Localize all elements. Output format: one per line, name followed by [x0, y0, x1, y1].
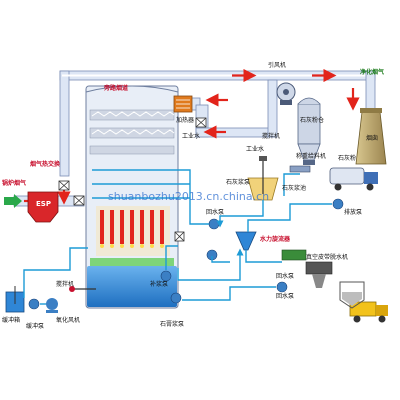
- boiler-flue-gas-label: 锅炉烟气: [2, 179, 26, 187]
- oxidation-zone: [90, 258, 174, 266]
- limestone-label: 石灰粉: [338, 154, 356, 162]
- oxidation-blower: [46, 298, 58, 313]
- buffer-tank: [5, 286, 25, 313]
- limestone-silo: [297, 97, 321, 165]
- agitator-1-label: 搅拌机: [262, 132, 280, 140]
- inlet-arrow: [4, 194, 22, 208]
- gas-heater: [173, 95, 193, 113]
- absorber-tower: [85, 85, 179, 309]
- esp-unit: ESP: [27, 191, 59, 223]
- process-water-2-label: 工业水: [246, 145, 264, 153]
- induced-draft-fan: [276, 82, 296, 105]
- watermark: shuanbozhu2013.cn.china.cn: [108, 190, 269, 203]
- limestone-truck: [329, 167, 378, 191]
- spray-headers: [92, 169, 172, 199]
- gypsum-pump-icon: [170, 292, 182, 304]
- return-pump-3-label: 回水泵: [276, 292, 294, 300]
- chimney-stack: [355, 108, 387, 165]
- discharge-pump-label: 排放泵: [344, 208, 362, 216]
- limestone-slurry-tank: [247, 156, 279, 201]
- spray-zone: [96, 206, 170, 256]
- slurry-pipes: [23, 169, 332, 305]
- limestone-silo-label: 石灰粉仓: [300, 116, 324, 124]
- gypsum-pump-label: 石膏浆泵: [160, 320, 184, 328]
- flush-pump-icon: [28, 298, 40, 310]
- weighing-feeder: [289, 165, 311, 173]
- return-pump-2-icon: [276, 281, 288, 293]
- vacuum-belt-filter: [281, 249, 333, 288]
- stack-duct: [365, 70, 376, 112]
- stack-label: 烟囱: [366, 134, 378, 142]
- induced-fan-label: 引风机: [268, 61, 286, 69]
- hydrocyclone-label: 水力旋流器: [260, 235, 291, 243]
- return-pump-1-icon: [208, 218, 220, 230]
- limestone-slurry-tank-label: 石灰浆池: [282, 184, 306, 192]
- labels: 旁路烟道 引风机 净化烟气 烟囱 烟气热交换 加热器 工业水 锅炉烟气 搅拌机 …: [2, 61, 384, 330]
- bypass-flue-label: 旁路烟道: [103, 84, 128, 92]
- return-pump-2-label: 回水泵: [276, 272, 294, 280]
- makeup-pump-icon: [160, 270, 172, 282]
- mist-eliminator: [89, 109, 175, 155]
- gypsum-hopper: [339, 281, 365, 309]
- weighing-feeder-label: 称重给料机: [296, 152, 326, 160]
- clean-flue-gas-label: 净化烟气: [360, 68, 384, 76]
- flush-pump-2-label: 缓冲泵: [26, 322, 44, 330]
- flush-pump-1-label: 缓冲箱: [2, 316, 20, 324]
- oxidation-blower-label: 氧化风机: [56, 316, 80, 324]
- heater-label: 加热器: [176, 116, 194, 124]
- esp-label: ESP: [36, 200, 51, 208]
- makeup-pump-label: 补浆泵: [150, 280, 168, 288]
- agitator-absorber: [69, 286, 96, 292]
- gas-heater-label: 烟气热交换: [30, 160, 61, 168]
- vacuum-belt-label: 真空皮带脱水机: [306, 253, 348, 261]
- discharge-pump-icon: [332, 198, 344, 210]
- process-water-1-label: 工业水: [182, 132, 200, 140]
- agitator-2-label: 搅拌机: [56, 280, 74, 288]
- absorber-sump: [87, 266, 177, 307]
- return-pump-1-label: 回水泵: [206, 208, 224, 216]
- dampers: [58, 117, 207, 242]
- limestone-slurry-pump-label: 石灰浆泵: [226, 178, 250, 186]
- hydrocyclone: [235, 231, 257, 251]
